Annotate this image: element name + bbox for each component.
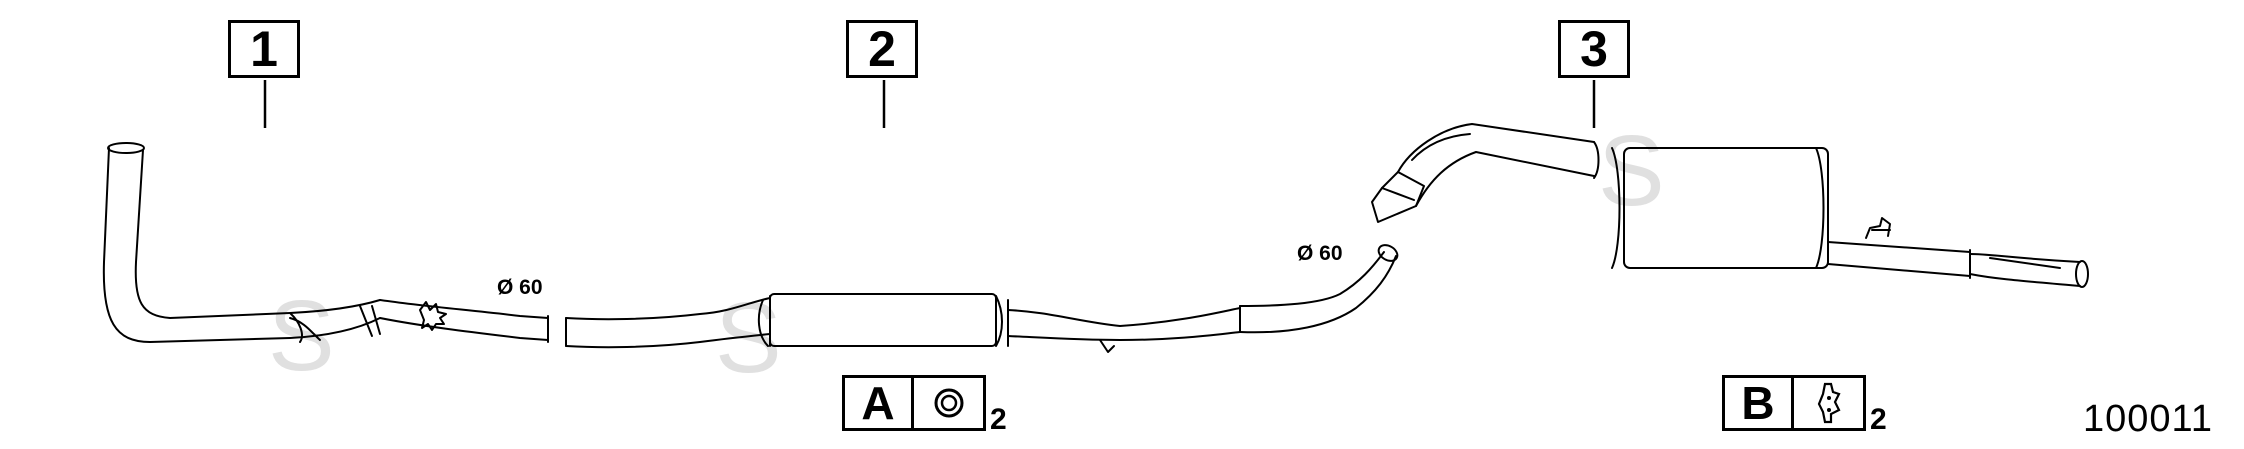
clamp-ring-icon (914, 375, 986, 431)
callout-number: 3 (1580, 21, 1608, 77)
legend-quantity: 2 (1870, 403, 1887, 436)
rear-silencer-part-3 (1371, 123, 2089, 288)
rubber-hanger-icon (1794, 375, 1866, 431)
diameter-label-front: Ø 60 (497, 276, 543, 299)
legend-quantity: 2 (990, 403, 1007, 436)
callout-1: 1 (228, 20, 300, 78)
legend-a: A 2 (842, 375, 1007, 436)
legend-letter: B (1722, 375, 1794, 431)
callout-2: 2 (846, 20, 918, 78)
diagram-reference-number: 100011 (2083, 398, 2213, 440)
watermark: S S S (268, 115, 1665, 394)
legend-letter: A (842, 375, 914, 431)
leader-lines (263, 80, 1596, 128)
legend-b: B 2 (1722, 375, 1887, 436)
centre-pipe-part-2 (565, 244, 1399, 353)
callout-3: 3 (1558, 20, 1630, 78)
callout-number: 1 (250, 21, 278, 77)
front-pipe-part-1 (102, 142, 549, 343)
svg-text:S: S (1598, 115, 1665, 227)
callout-number: 2 (868, 21, 896, 77)
diameter-label-rear: Ø 60 (1297, 242, 1343, 265)
